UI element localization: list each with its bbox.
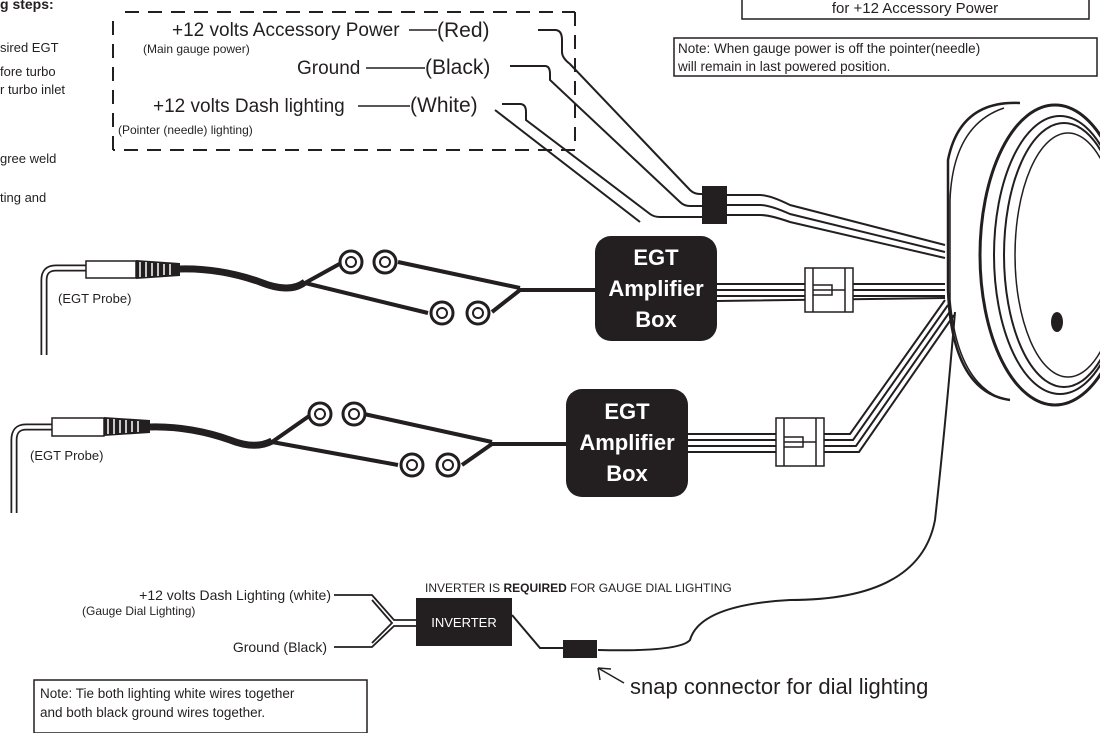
accessory-sub-label: (Main gauge power) [143,42,250,56]
inverter-box [416,598,512,646]
note-bottom-line-1: Note: Tie both lighting white wires toge… [40,686,295,701]
ground-label: Ground [297,58,360,79]
power-connector [702,186,727,224]
amp-upper-line-2: Amplifier [608,276,704,301]
accessory-power-label: +12 volts Accessory Power [172,20,400,41]
gauge [946,101,1100,407]
ground-color-label: (Black) [425,56,490,79]
inverter-required-text: INVERTER IS REQUIRED FOR GAUGE DIAL LIGH… [425,581,732,595]
inverter-group: INVERTER IS REQUIRED FOR GAUGE DIAL LIGH… [82,581,732,655]
accessory-power-box: for +12 Accessory Power [741,0,1090,20]
inverter-dash-sub: (Gauge Dial Lighting) [82,604,195,618]
probe-label-lower: (EGT Probe) [30,448,103,463]
note-bottom-line-2: and both black ground wires together. [40,705,265,720]
inverter-dash-label: +12 volts Dash Lighting (white) [139,587,331,603]
amp-cable-lower [688,299,955,467]
egt-amplifier-box-upper: EGT Amplifier Box [595,236,717,341]
dash-sub-label: (Pointer (needle) lighting) [118,123,253,137]
accessory-box-text: for +12 Accessory Power [832,0,998,17]
note-bottom: Note: Tie both lighting white wires toge… [33,679,368,733]
step-line-4: gree weld [0,151,56,166]
note-top-line-1: Note: When gauge power is off the pointe… [678,41,980,56]
thermocouple-leads-upper [304,249,600,326]
step-line-1: sired EGT [0,40,59,55]
snap-connector-callout: snap connector for dial lighting [597,667,928,699]
dash-lighting-label: +12 volts Dash lighting [153,96,345,117]
egt-probe-lower: (EGT Probe) [10,417,274,513]
inverter-ground-label: Ground (Black) [233,639,327,655]
dial-lighting-wire [511,311,956,658]
power-wires-box: +12 volts Accessory Power (Red) (Main ga… [112,11,576,151]
egt-probe-upper: (EGT Probe) [40,260,308,355]
inverter-label: INVERTER [431,615,497,630]
snap-connector [563,640,597,658]
step-line-3: r turbo inlet [0,82,65,97]
amp-upper-line-1: EGT [633,245,679,270]
amp-lower-line-2: Amplifier [579,430,675,455]
note-top: Note: When gauge power is off the pointe… [673,37,1098,77]
thermocouple-leads-lower [270,401,572,478]
arrow-icon [597,667,625,684]
note-top-line-2: will remain in last powered position. [677,59,890,74]
step-line-2: fore turbo [0,64,56,79]
amp-upper-line-3: Box [635,307,677,332]
egt-amplifier-box-lower: EGT Amplifier Box [566,389,688,497]
amp-cable-upper [716,267,946,313]
power-wire-harness [494,29,946,259]
accessory-color-label: (Red) [437,19,490,42]
amp-lower-line-3: Box [606,461,648,486]
probe-label-upper: (EGT Probe) [58,291,131,306]
snap-connector-label: snap connector for dial lighting [630,674,928,699]
dash-color-label: (White) [410,94,478,117]
left-steps: g steps: sired EGT fore turbo r turbo in… [0,0,65,205]
step-line-5: ting and [0,190,46,205]
steps-heading: g steps: [0,0,54,12]
amp-lower-line-1: EGT [604,399,650,424]
